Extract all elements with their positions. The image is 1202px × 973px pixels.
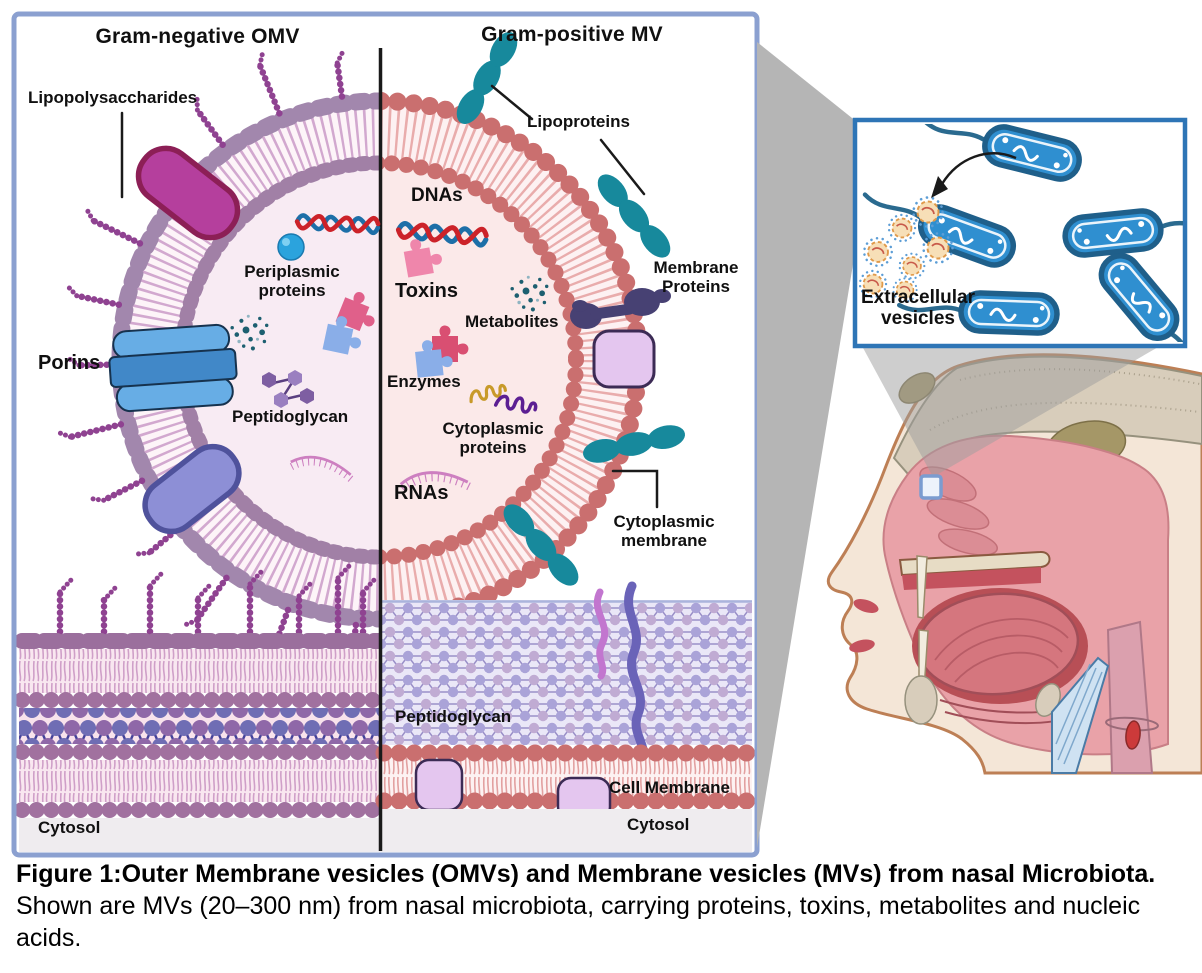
membrane-protein-icon — [592, 329, 656, 389]
label-cytoplasmic-membrane: Cytoplasmic membrane — [613, 512, 715, 551]
label-cytoplasmic-proteins: Cytoplasmic proteins — [442, 419, 544, 458]
label-porins: Porins — [38, 352, 101, 374]
peptidoglycan-thin-layer-icon — [19, 708, 381, 744]
palate — [898, 551, 1051, 577]
tooth — [916, 555, 928, 619]
label-lipoproteins: Lipoproteins — [527, 112, 630, 131]
lipoproteins-pointer — [490, 84, 534, 121]
zoom-callout-wedge — [862, 346, 1160, 477]
label-membrane-proteins: Membrane Proteins — [653, 258, 739, 297]
pointer-lines — [120, 84, 659, 509]
wall-teichoic-acid-icon — [624, 581, 649, 771]
outer-membrane-protein-icon — [135, 145, 241, 241]
label-periplasmic-proteins: Periplasmic proteins — [244, 262, 340, 301]
tongue — [916, 592, 1080, 696]
outer-membrane-protein-icon — [142, 443, 242, 535]
jaw-bone — [904, 675, 938, 725]
lipoteichoic-acid-icon — [593, 588, 609, 680]
head-cross-section-illustration — [826, 353, 1202, 775]
lps-chains-strip-icon — [56, 563, 377, 642]
figure-caption: Figure 1:Outer Membrane vesicles (OMVs) … — [16, 858, 1196, 954]
right-panel-title: Gram-positive MV — [481, 23, 663, 46]
cytosol-left-region — [19, 818, 381, 852]
label-enzymes: Enzymes — [387, 372, 461, 391]
label-cell-membrane: Cell Membrane — [609, 778, 730, 797]
sampling-site-marker — [919, 474, 943, 500]
membrane-proteins-icon — [570, 288, 671, 329]
nasal-concha — [938, 528, 998, 556]
label-rnas: RNAs — [394, 482, 449, 504]
caption-regular: Shown are MVs (20–300 nm) from nasal mic… — [16, 892, 1141, 952]
vocal-fold — [1125, 720, 1141, 750]
release-arrow — [940, 152, 1017, 185]
label-peptidoglycan-left: Peptidoglycan — [232, 407, 349, 426]
larynx-cartilage — [1051, 656, 1110, 774]
label-lipopolysaccharides: Lipopolysaccharides — [28, 88, 198, 107]
left-panel-title: Gram-negative OMV — [95, 25, 300, 48]
zoom-callout-wedge — [757, 42, 857, 848]
gram-negative-envelope-illustration — [14, 563, 388, 852]
cytoplasmic-membrane-pointer — [611, 469, 659, 509]
lower-lip — [849, 639, 875, 653]
label-extracellular-vesicles: Extracellular vesicles — [860, 287, 976, 330]
label-metabolites: Metabolites — [465, 312, 559, 331]
extracellular-vesicles-inset — [852, 117, 1188, 349]
sphere-highlight — [282, 238, 290, 246]
label-cytosol-left: Cytosol — [38, 818, 101, 837]
membrane-protein-icon — [414, 758, 464, 812]
porin-icon — [108, 323, 238, 413]
gram-positive-envelope-illustration — [375, 581, 761, 852]
label-peptidoglycan-right: Peptidoglycan — [395, 707, 512, 726]
periplasmic-protein-icon — [277, 233, 305, 261]
release-arrow-head — [931, 176, 948, 198]
label-toxins: Toxins — [395, 280, 458, 302]
upper-lip — [853, 599, 879, 613]
lipoproteins-pointer — [599, 138, 646, 196]
cytosol-right-region — [381, 809, 752, 852]
nasal-concha — [926, 498, 990, 530]
label-cytosol-right: Cytosol — [627, 815, 690, 834]
label-dnas: DNAs — [411, 185, 463, 206]
caption-bold: Figure 1:Outer Membrane vesicles (OMVs) … — [16, 860, 1156, 888]
peptidoglycan-thick-layer-icon — [381, 602, 752, 745]
